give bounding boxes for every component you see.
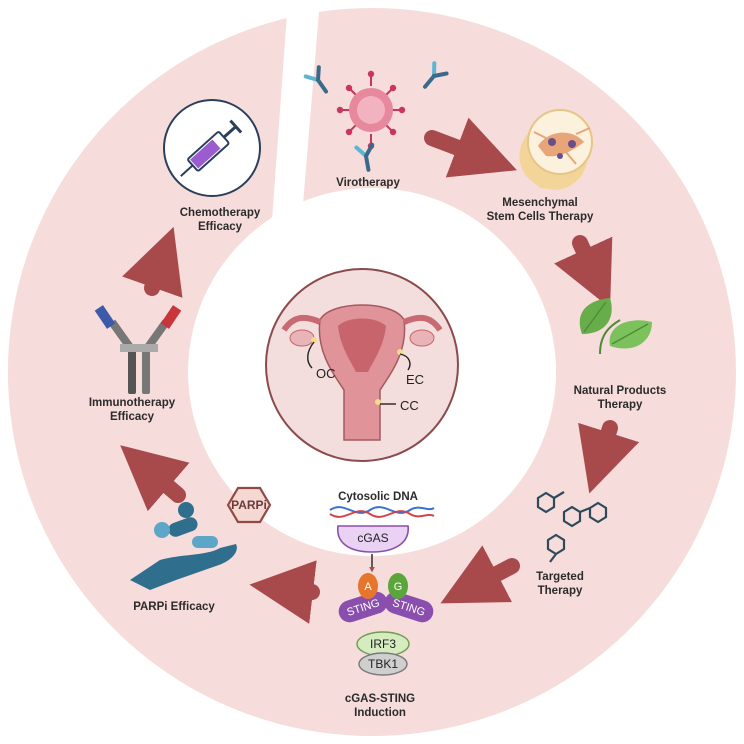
cgas-label: cGAS [357, 531, 388, 545]
chemo-label-line2: Efficacy [198, 221, 243, 233]
parpi-badge-label: PARPi [231, 498, 267, 512]
a-label: A [364, 581, 372, 593]
arrow-parpi-to-immuno [120, 445, 190, 512]
tbk1-label: TBK1 [368, 657, 398, 671]
label-cc: CC [400, 398, 419, 413]
label-oc: OC [316, 366, 336, 381]
g-label: G [394, 581, 403, 593]
natural-label-line2: Therapy [598, 399, 643, 411]
label-ec: EC [406, 372, 424, 387]
cgas-sting-pathway [329, 506, 435, 676]
syringe-icon [163, 99, 261, 197]
chemo-label-line1: Chemotherapy [180, 207, 261, 219]
arrow-viro-to-msc [424, 117, 517, 178]
parpi-efficacy-label: PARPi Efficacy [133, 601, 215, 613]
hand-pills-icon [130, 502, 237, 590]
msc-label-line2: Stem Cells Therapy [487, 211, 594, 223]
arrow-natural-to-targeted [578, 420, 640, 494]
molecule-icon [536, 491, 608, 563]
natural-label-line1: Natural Products [574, 385, 667, 397]
arrow-msc-to-natural [554, 235, 613, 309]
parpi-badge: PARPi [226, 486, 272, 524]
flow-arrows [120, 117, 640, 624]
cgas-label-line2: Induction [354, 707, 406, 719]
arrow-targeted-to-cgas [440, 545, 520, 604]
targeted-label-line2: Therapy [538, 585, 583, 597]
immuno-label-line2: Efficacy [110, 411, 155, 423]
leaf-icon [579, 298, 652, 355]
irf3-label: IRF3 [370, 637, 396, 651]
arrow-immuno-to-chemo [122, 226, 183, 298]
arrow-cgas-to-parpi [249, 560, 320, 624]
immunotherapy-antibody-icon [94, 305, 182, 394]
immuno-label-line1: Immunotherapy [89, 397, 176, 409]
cytosolic-dna-label: Cytosolic DNA [338, 491, 418, 503]
antibody-icon [303, 61, 449, 172]
cgas-label-line1: cGAS-STING [345, 693, 415, 705]
msc-label-line1: Mesenchymal [502, 197, 577, 209]
virotherapy-label: Virotherapy [336, 177, 400, 189]
stem-cell-icon [519, 109, 593, 190]
virus-icon [336, 70, 406, 150]
targeted-label-line1: Targeted [536, 571, 584, 583]
uterus-illustration: OC EC CC [265, 268, 459, 462]
